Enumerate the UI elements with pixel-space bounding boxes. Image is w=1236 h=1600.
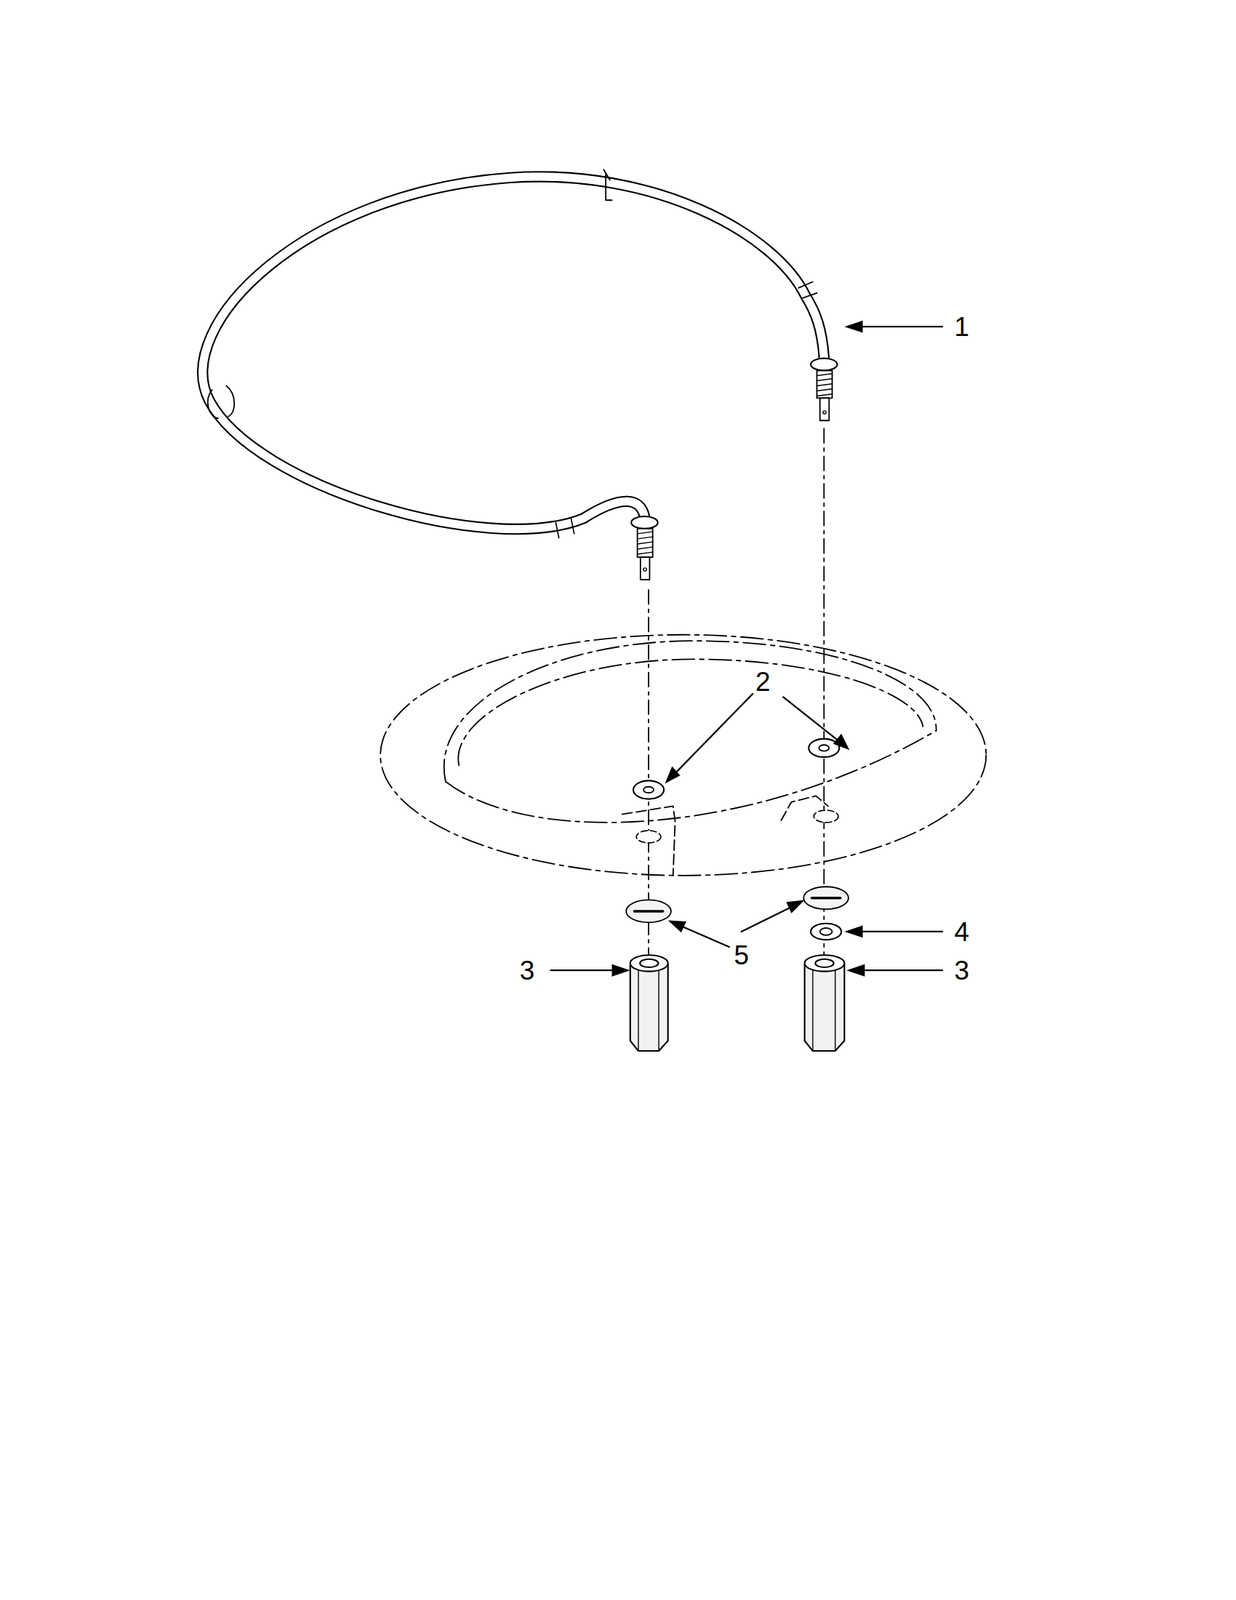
callout-number: 4 xyxy=(953,917,970,945)
callout-number: 3 xyxy=(953,956,970,983)
leader-arrows xyxy=(550,326,943,970)
callout-number: 2 xyxy=(755,667,771,695)
callout-number: 3 xyxy=(519,956,536,983)
callout-number: 1 xyxy=(953,312,970,340)
callout-number: 5 xyxy=(733,940,749,968)
